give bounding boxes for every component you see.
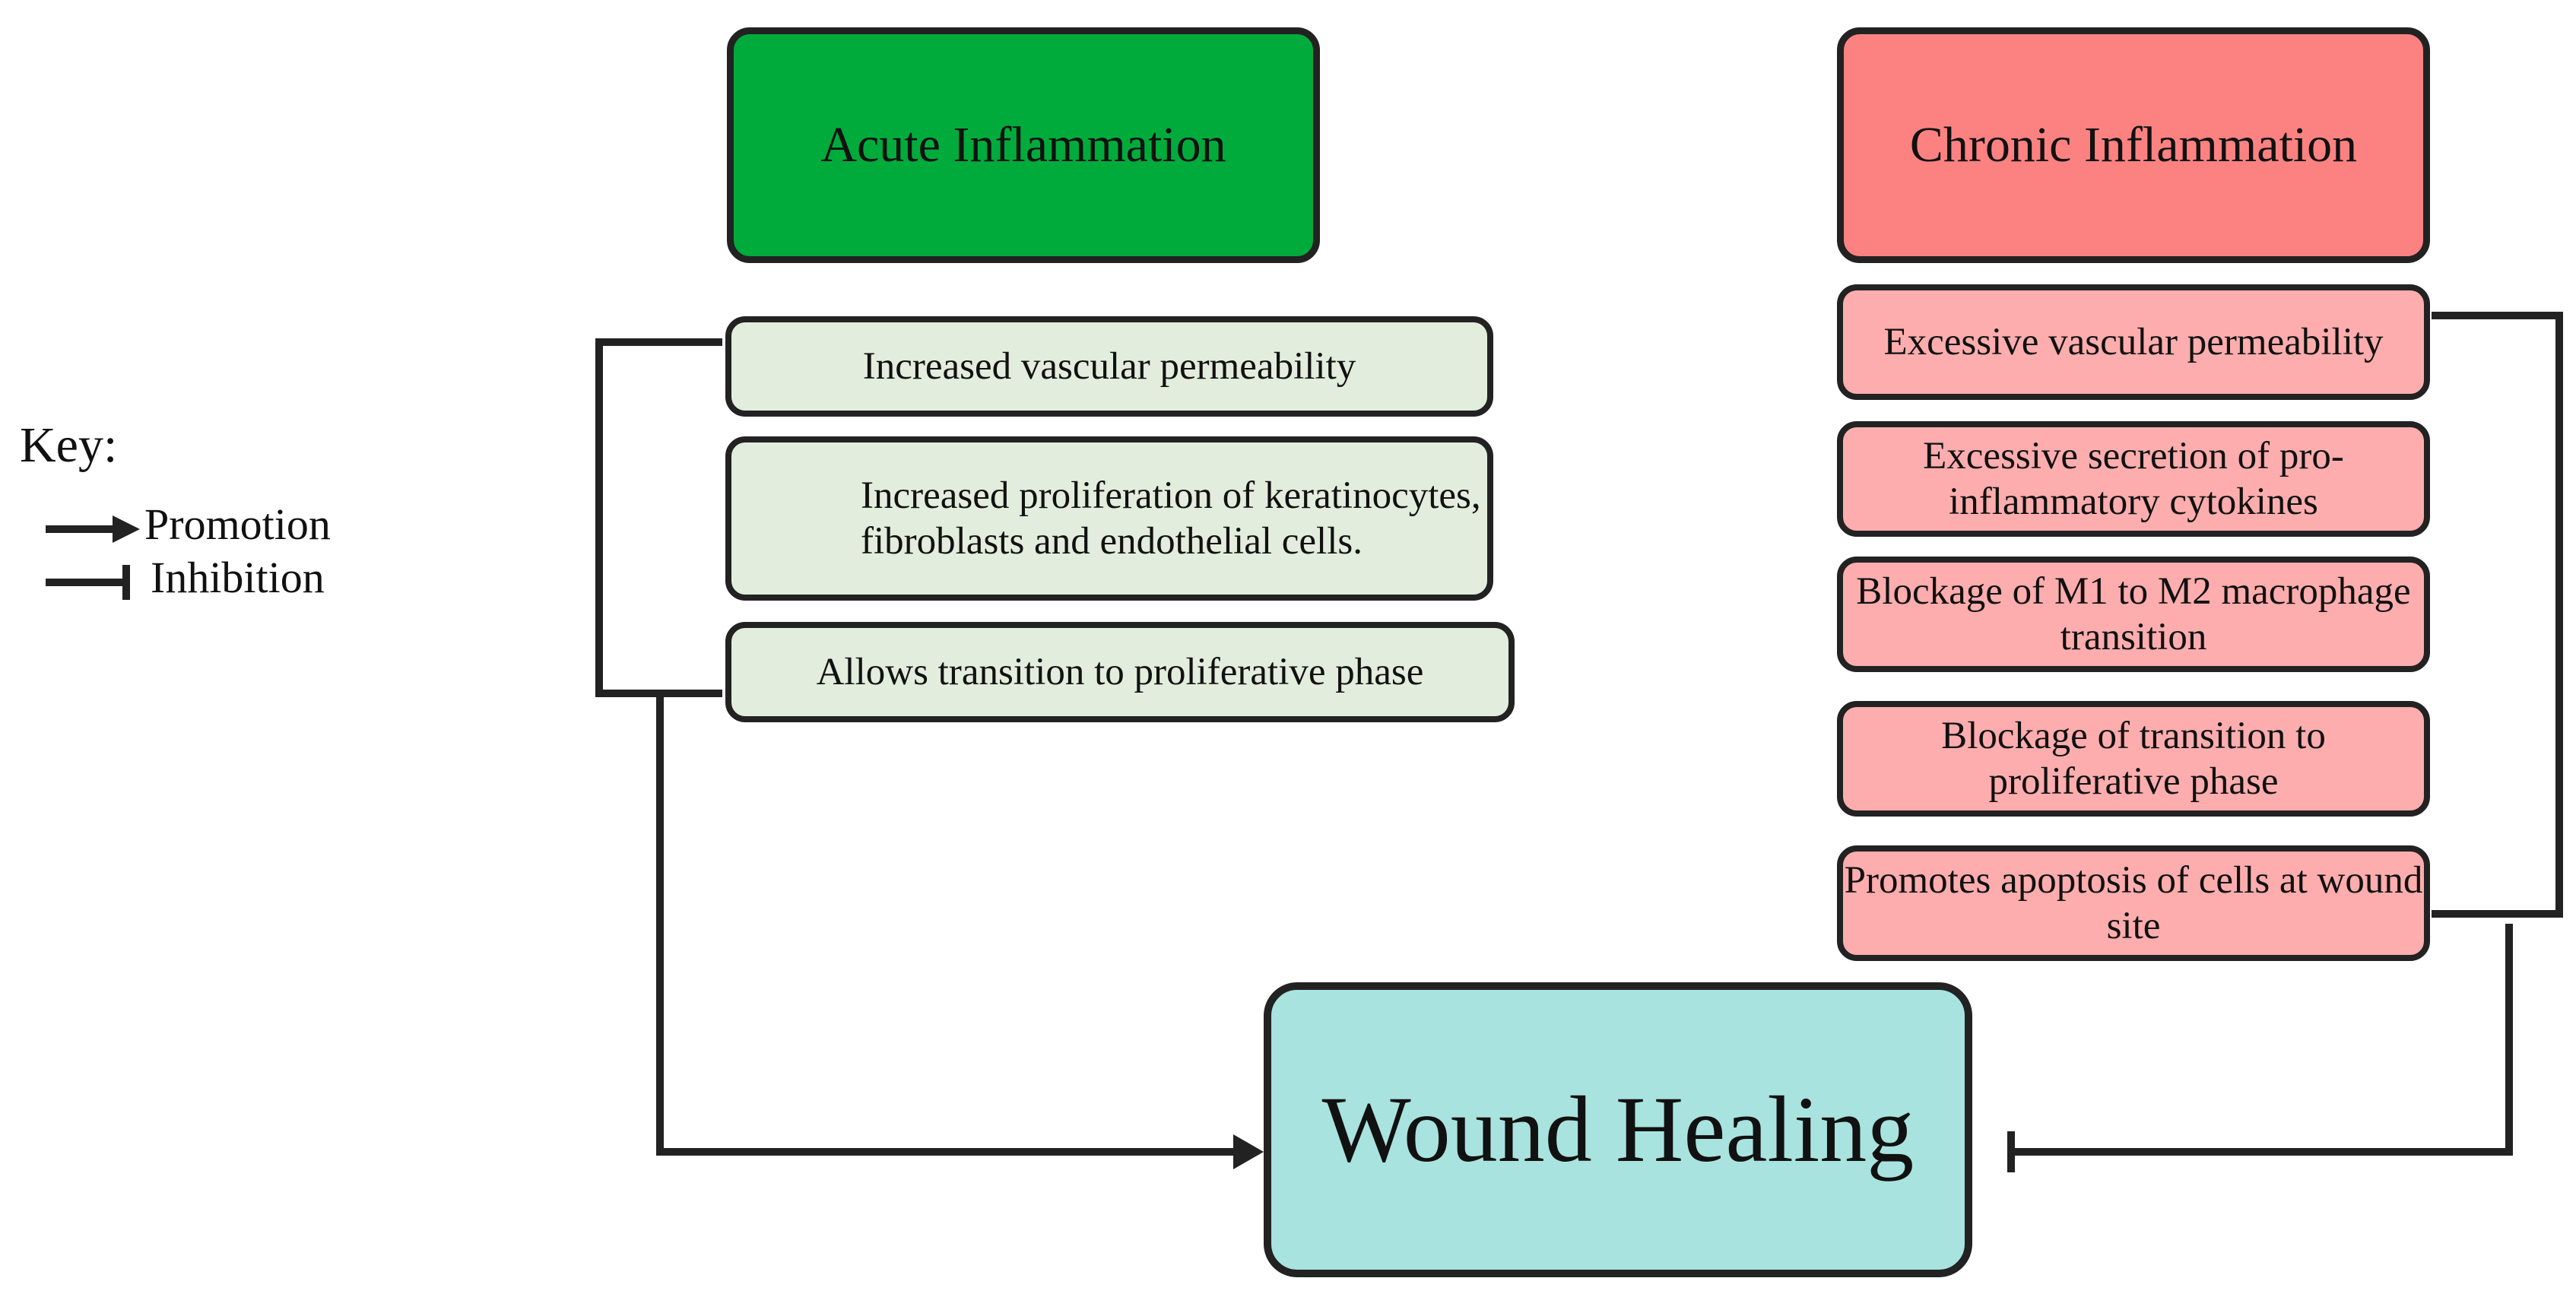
wound-healing-box: Wound Healing: [1264, 982, 1972, 1277]
promotion-arrowhead: [1233, 1134, 1264, 1169]
acute-item-proliferative-transition: Allows transition to proliferative phase: [725, 622, 1515, 722]
chronic-bracket-line: [2432, 312, 2563, 918]
chronic-item-macrophage-transition: Blockage of M1 to M2 macrophage transiti…: [1837, 557, 2430, 672]
promotion-connector-line: [656, 693, 1236, 1156]
chronic-item-vascular-permeability: Excessive vascular permeability: [1837, 284, 2430, 400]
acute-item-vascular-permeability: Increased vascular permeability: [725, 316, 1493, 417]
key-promotion-label: Promotion: [144, 500, 331, 549]
acute-bracket-line: [595, 338, 722, 697]
chronic-item-proliferative-blockage: Blockage of transition to proliferative …: [1837, 701, 2430, 817]
chronic-item-cytokines: Excessive secretion of pro-inflammatory …: [1837, 421, 2430, 537]
key-promotion-arrowhead: [113, 515, 140, 543]
chronic-inflammation-header: Chronic Inflammation: [1837, 27, 2430, 263]
key-title: Key:: [20, 417, 118, 473]
acute-inflammation-header: Acute Inflammation: [727, 27, 1320, 263]
chronic-item-apoptosis: Promotes apoptosis of cells at wound sit…: [1837, 845, 2430, 961]
acute-item-proliferation: Increased proliferation of keratinocytes…: [725, 436, 1493, 601]
inhibition-connector-line: [2013, 924, 2513, 1156]
key-inhibition-label: Inhibition: [151, 553, 325, 602]
